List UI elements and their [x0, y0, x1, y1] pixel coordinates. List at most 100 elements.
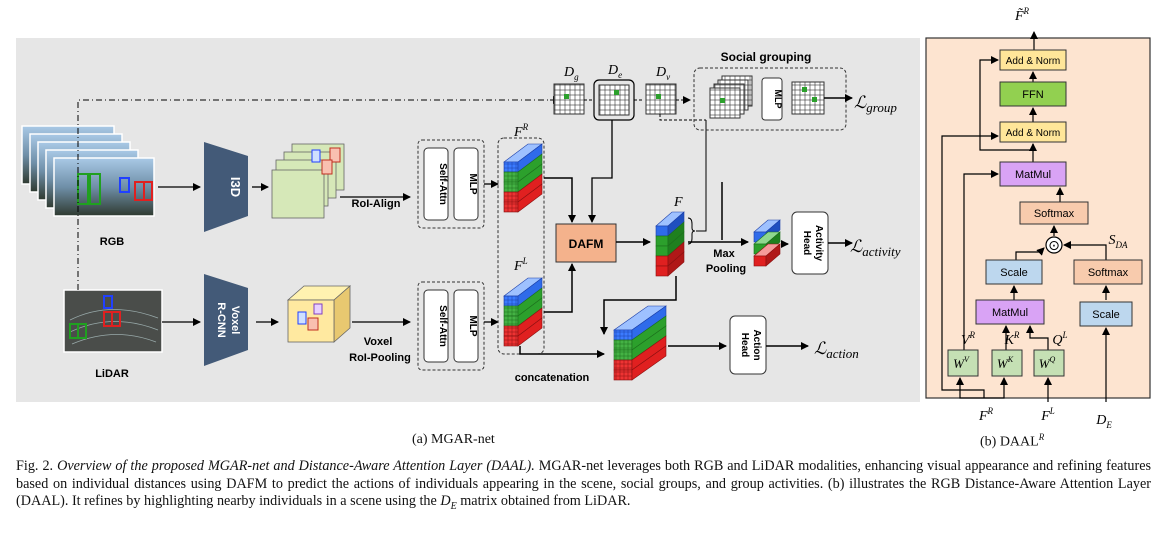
matmul-bottom-block: [975, 299, 1045, 325]
group-brace: [687, 217, 696, 245]
grouping-mlp-block: [761, 77, 783, 121]
de-symbol: De: [607, 63, 622, 80]
rgb-self-attn-block: [423, 147, 449, 221]
lidar-mlp-block: [453, 289, 479, 363]
rgb-feature-maps: [252, 143, 345, 219]
add-norm-top-label: Add & Norm: [1006, 56, 1060, 67]
sda-symbol: SDA: [1109, 233, 1128, 250]
wq-label: WQ: [1039, 355, 1056, 371]
action-head-block: [729, 315, 767, 375]
loss-group: ℒgroup: [854, 93, 897, 115]
add-norm-mid-label: Add & Norm: [1006, 128, 1060, 139]
voxel-rcnn-backbone: [204, 274, 248, 366]
lidar-self-attn-label: Self-Attn: [437, 305, 448, 347]
fr-input-symbol: FR: [978, 406, 994, 424]
concatenation-label: concatenation: [515, 372, 590, 384]
wv-label: WV: [953, 355, 970, 371]
rgb-image-stack: [21, 125, 155, 217]
subcaption-b: (b) DAALR: [980, 432, 1044, 451]
grouping-output-matrix: [791, 81, 825, 115]
activity-head-label-2: Head: [801, 231, 812, 255]
subcaption-b-text: (b) DAAL: [980, 434, 1039, 450]
lidar-image: [63, 289, 163, 353]
fused-feature-stack: [655, 211, 685, 277]
caption-lead: Fig. 2.: [16, 458, 54, 474]
wk-label: WK: [997, 355, 1014, 371]
social-grouping-matrices: [709, 75, 753, 119]
softmax-center-block: [1019, 201, 1089, 225]
add-norm-mid-block: [999, 121, 1067, 143]
action-head-label-2: Head: [739, 333, 750, 357]
softmax-center-label: Softmax: [1034, 208, 1075, 220]
caption-italic: Overview of the proposed MGAR-net and Di…: [57, 458, 535, 474]
caption-symbol: DE: [440, 493, 457, 513]
k-symbol: KR: [1004, 330, 1020, 348]
grouping-mlp-label: MLP: [773, 90, 783, 109]
dafm-label: DAFM: [569, 237, 604, 251]
dafm-block: [555, 223, 617, 263]
dg-symbol: Dg: [563, 65, 579, 82]
lidar-mlp-label: MLP: [467, 315, 478, 336]
loss-activity: ℒactivity: [850, 237, 901, 259]
lidar-self-attn-block: [423, 289, 449, 363]
lidar-label: LiDAR: [95, 368, 129, 380]
voxel-label-2: R-CNN: [215, 302, 227, 337]
dv-symbol: Dv: [655, 65, 670, 82]
concatenated-feature-stack: [613, 305, 667, 381]
fr-symbol: FR: [513, 122, 529, 140]
caption-body-1: MGAR-net leverages both RGB and LiDAR mo…: [16, 458, 1152, 510]
activity-head-label-1: Activity: [813, 225, 824, 262]
fl-feature-stack: [503, 277, 543, 347]
scale-right-label: Scale: [1092, 309, 1120, 321]
matmul-bottom-label: MatMul: [992, 307, 1028, 319]
dg-matrix: [553, 83, 585, 115]
distance-branch-line: [77, 99, 550, 290]
max-pooling-label-1: Max: [713, 248, 735, 260]
voxel-roi-label-1: Voxel: [364, 336, 393, 348]
loss-action: ℒaction: [814, 339, 859, 361]
rgb-mlp-label: MLP: [467, 173, 478, 194]
max-pooling-label-2: Pooling: [706, 263, 746, 275]
figure-canvas: RGB LiDAR I3D Voxel R-CNN RoI-Align: [16, 6, 1151, 430]
voxel-label-1: Voxel: [229, 306, 241, 335]
i3d-backbone: [204, 142, 248, 232]
ffn-block: [999, 81, 1067, 107]
social-grouping-box: [693, 67, 847, 131]
action-head-label-1: Action: [751, 329, 762, 360]
q-symbol: QL: [1052, 330, 1067, 348]
wq-block: [1033, 349, 1065, 377]
rgb-mlp-block: [453, 147, 479, 221]
scale-right-block: [1079, 301, 1133, 327]
hadamard-symbol: ⊙: [1048, 238, 1060, 254]
fl-symbol: FL: [513, 256, 528, 274]
voxel-roi-label-2: RoI-Pooling: [349, 352, 411, 364]
rgb-self-attn-label: Self-Attn: [437, 163, 448, 205]
matmul-top-block: [999, 161, 1067, 187]
dv-matrix: [645, 83, 677, 115]
de-matrix: [593, 79, 635, 121]
rgb-label: RGB: [100, 236, 125, 248]
caption-body-2: matrix obtained from LiDAR.: [460, 493, 631, 510]
add-norm-top-block: [999, 49, 1067, 71]
softmax-right-label: Softmax: [1088, 267, 1129, 279]
v-symbol: VR: [961, 330, 976, 348]
matmul-top-label: MatMul: [1015, 169, 1051, 181]
fr-feature-stack: [503, 143, 543, 213]
f-symbol: F: [673, 195, 683, 210]
social-grouping-label: Social grouping: [721, 50, 812, 64]
figure-caption: Fig. 2. Overview of the proposed MGAR-ne…: [16, 458, 1151, 516]
de-input-symbol: DE: [1095, 413, 1112, 430]
output-symbol: F̃R: [1014, 6, 1030, 24]
subcaption-b-sup: R: [1038, 432, 1045, 442]
hadamard-operator: [1045, 236, 1063, 254]
features-dashed-box: [497, 137, 545, 355]
ffn-label: FFN: [1022, 89, 1043, 101]
wk-block: [991, 349, 1023, 377]
softmax-right-block: [1073, 259, 1143, 285]
lidar-voxel-cube: [256, 285, 352, 343]
wv-block: [947, 349, 979, 377]
fl-input-symbol: FL: [1040, 406, 1055, 424]
subcaption-a: (a) MGAR-net: [412, 432, 495, 447]
i3d-label: I3D: [228, 177, 243, 197]
pooled-feature-stack: [753, 219, 781, 267]
